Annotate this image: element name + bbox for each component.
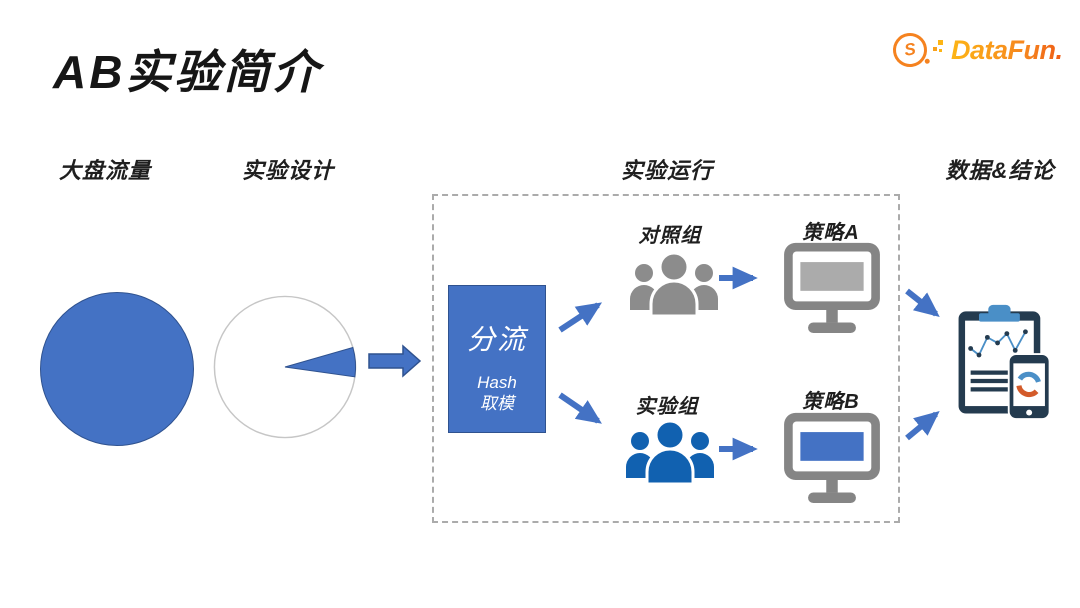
strategy-b-label: 策略B bbox=[802, 391, 860, 413]
stage-label-design: 实验设计 bbox=[241, 158, 335, 183]
splitter-method-line2: 取模 bbox=[480, 394, 514, 413]
splitter-method-line1: Hash bbox=[477, 373, 517, 392]
strategy-a-label: 策略A bbox=[802, 222, 860, 244]
control-group-label: 对照组 bbox=[638, 225, 702, 247]
arrow-strategy-b-to-data bbox=[905, 410, 940, 441]
experiment-design-pie-icon bbox=[213, 295, 357, 439]
arrow-strategy-a-to-data bbox=[905, 288, 940, 317]
stage-label-traffic: 大盘流量 bbox=[58, 158, 152, 183]
experiment-run-boundary bbox=[432, 194, 900, 523]
stage-label-run: 实验运行 bbox=[620, 158, 714, 183]
logo-brand-text: DataFun. bbox=[951, 34, 1063, 65]
experiment-group-people-icon bbox=[626, 419, 714, 484]
experiment-group-label: 实验组 bbox=[635, 396, 699, 418]
page-title: AB实验简介 bbox=[53, 46, 322, 98]
logo-s-badge-icon: S bbox=[890, 30, 930, 70]
strategy-b-monitor-icon bbox=[784, 412, 880, 503]
datafun-logo: S DataFun. bbox=[890, 30, 1063, 70]
splitter-title: 分流 bbox=[466, 324, 527, 355]
traffic-circle bbox=[40, 292, 194, 446]
block-arrow-design-to-splitter bbox=[368, 344, 422, 378]
traffic-splitter-box: 分流 Hash 取模 bbox=[448, 285, 546, 433]
stage-label-data: 数据&结论 bbox=[945, 158, 1055, 183]
clipboard-chart-icon bbox=[958, 304, 1051, 420]
logo-pixel-decoration-icon bbox=[933, 37, 945, 63]
control-group-people-icon bbox=[630, 251, 718, 316]
strategy-a-monitor-icon bbox=[784, 242, 880, 333]
